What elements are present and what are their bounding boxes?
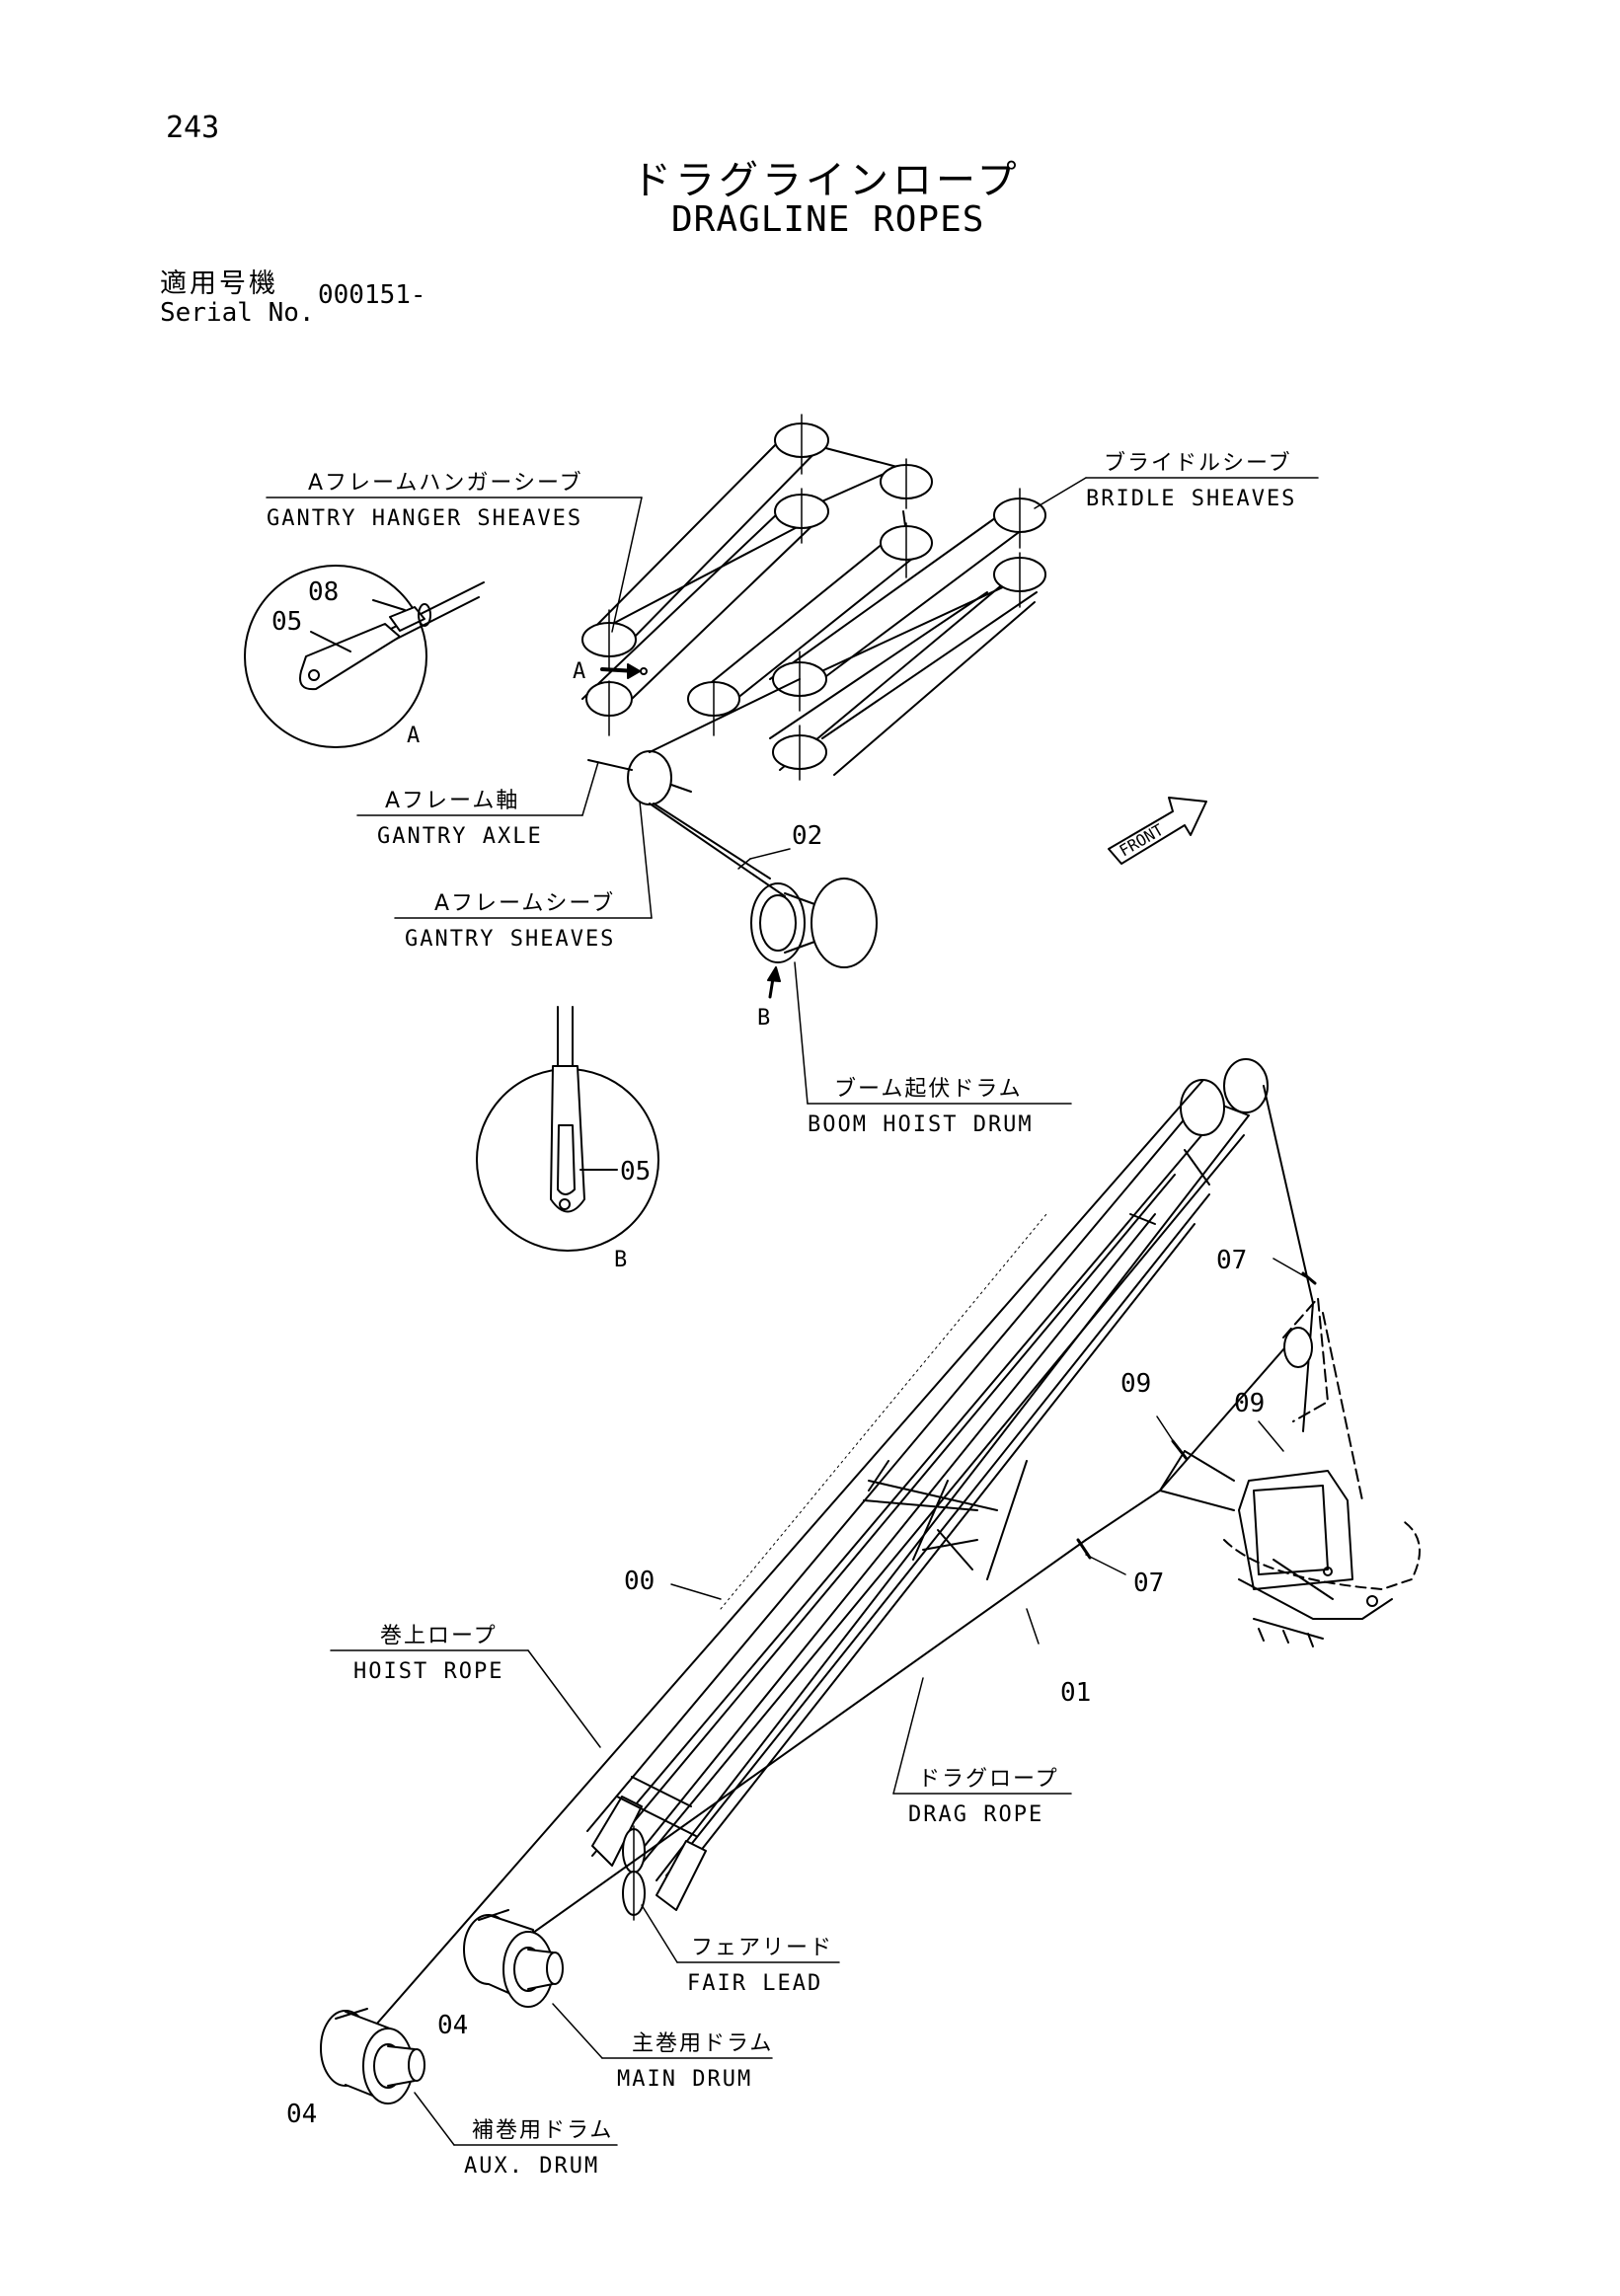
label-main-drum-jp: 主巻用ドラム — [632, 2031, 773, 2056]
main-drum — [463, 1909, 564, 2008]
part-labels: Aフレームハンガーシーブ GANTRY HANGER SHEAVES ブライドル… — [267, 451, 1296, 2179]
label-drag-rope-en: DRAG ROPE — [908, 1802, 1043, 1827]
label-main-drum-en: MAIN DRUM — [617, 2067, 752, 2092]
label-bridle-sheaves-en: BRIDLE SHEAVES — [1086, 487, 1296, 511]
serial-label-english: Serial No. — [160, 298, 315, 328]
callout-04-aux-drum: 04 — [286, 2100, 317, 2129]
serial-label-japanese: 適用号機 — [160, 268, 278, 299]
label-hoist-rope-jp: 巻上ロープ — [380, 1624, 498, 1648]
label-hoist-rope-en: HOIST ROPE — [353, 1659, 503, 1684]
callout-09-right: 09 — [1234, 1389, 1265, 1418]
front-direction-arrow: FRONT — [1108, 797, 1207, 865]
label-aux-drum-jp: 補巻用ドラム — [472, 2118, 613, 2143]
page-title-japanese: ドラグラインロープ — [632, 158, 1021, 203]
bridle-sheave-assembly: A — [573, 414, 1046, 781]
label-fair-lead-en: FAIR LEAD — [687, 1971, 822, 1996]
callout-07-low: 07 — [1133, 1569, 1164, 1598]
boom-hoist-drum — [649, 803, 878, 968]
view-a-arrow — [600, 663, 648, 679]
detail-b-view: 05 B — [476, 1006, 659, 1272]
label-gantry-axle-en: GANTRY AXLE — [377, 824, 543, 849]
detail-a-label: A — [407, 724, 420, 748]
gantry-hanger-sheaves — [581, 422, 933, 717]
label-bridle-sheaves-jp: ブライドルシーブ — [1104, 451, 1292, 476]
callout-08: 08 — [308, 577, 339, 607]
page-number: 243 — [166, 111, 220, 145]
boom-structure — [586, 1058, 1269, 1921]
label-fair-lead-jp: フェアリード — [691, 1936, 833, 1960]
label-gantry-sheaves-jp: Aフレームシーブ — [434, 891, 615, 916]
serial-number-value: 000151- — [318, 280, 426, 310]
callout-07-top: 07 — [1216, 1246, 1247, 1275]
detail-b-label: B — [614, 1248, 627, 1272]
label-boom-hoist-drum-jp: ブーム起伏ドラム — [834, 1077, 1023, 1102]
sheave-straps — [581, 439, 1042, 776]
callout-00: 00 — [624, 1567, 655, 1596]
front-arrow-label: FRONT — [1117, 820, 1168, 861]
callout-02: 02 — [792, 821, 822, 851]
leader-lines — [266, 477, 1319, 2146]
label-gantry-hanger-sheaves-en: GANTRY HANGER SHEAVES — [267, 506, 582, 531]
page-title-english: DRAGLINE ROPES — [671, 199, 985, 240]
label-drag-rope-jp: ドラグロープ — [918, 1767, 1059, 1792]
aux-drum — [320, 2008, 425, 2105]
label-gantry-hanger-sheaves-jp: Aフレームハンガーシーブ — [308, 471, 583, 496]
callout-05-detail-b: 05 — [620, 1157, 651, 1186]
callout-09-left: 09 — [1120, 1369, 1151, 1399]
view-a-marker: A — [573, 659, 585, 684]
dragline-bucket — [1223, 1297, 1421, 1647]
label-aux-drum-en: AUX. DRUM — [464, 2154, 599, 2179]
callout-05-detail-a: 05 — [271, 607, 302, 637]
gantry-axle — [587, 678, 801, 880]
label-boom-hoist-drum-en: BOOM HOIST DRUM — [808, 1112, 1034, 1137]
callout-numbers: 00 01 02 04 04 07 07 09 09 — [286, 821, 1265, 2129]
label-gantry-axle-jp: Aフレーム軸 — [385, 789, 519, 813]
callout-04-main-drum: 04 — [437, 2011, 468, 2040]
ropes — [354, 1080, 1314, 2049]
view-b-arrow — [767, 966, 781, 999]
detail-a-view: 08 05 A — [244, 565, 485, 748]
sheave-center-ticks — [608, 414, 1021, 781]
callout-01: 01 — [1060, 1678, 1091, 1708]
view-b-marker: B — [757, 1006, 770, 1031]
label-gantry-sheaves-en: GANTRY SHEAVES — [405, 927, 615, 952]
